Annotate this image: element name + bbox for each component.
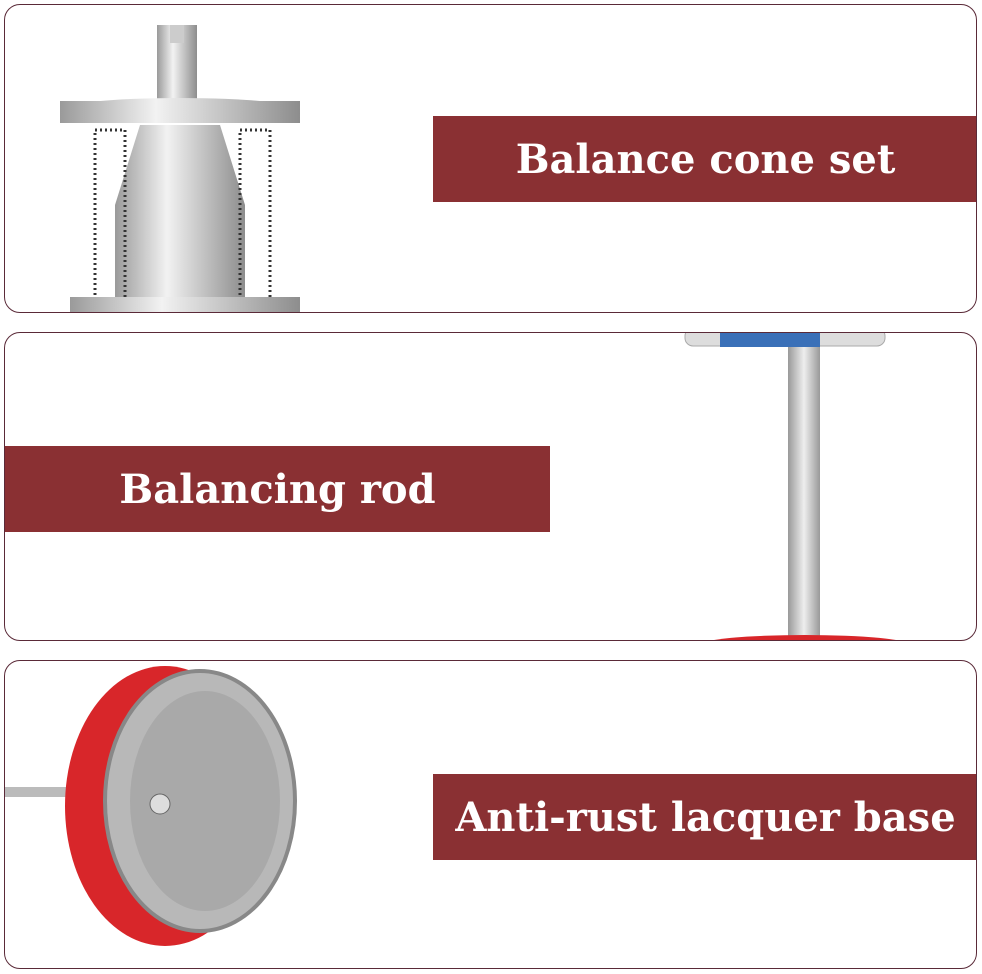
lacquer-base-image (5, 666, 297, 946)
panel-lacquer-base: Anti-rust lacquer base (4, 660, 977, 969)
panel-balancing-rod: Balancing rod (4, 332, 977, 641)
balancing-rod-image (684, 333, 896, 640)
label-lacquer-base: Anti-rust lacquer base (433, 774, 976, 860)
panel-balance-cone-set: Balance cone set (4, 4, 977, 313)
label-balance-cone-set: Balance cone set (433, 116, 976, 202)
label-balancing-rod: Balancing rod (5, 446, 550, 532)
balance-cone-set-image (60, 25, 300, 312)
